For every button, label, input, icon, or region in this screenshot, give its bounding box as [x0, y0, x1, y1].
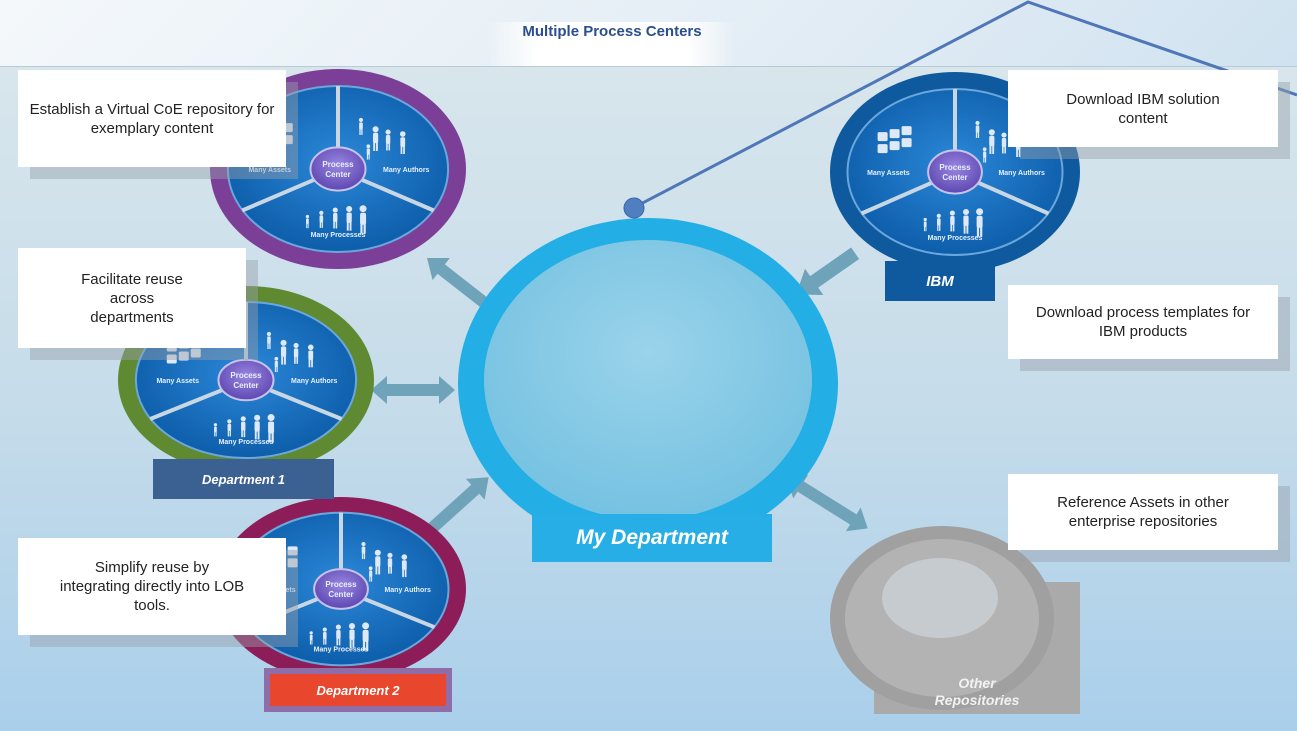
asset-square: [166, 354, 177, 364]
process-center-hub: [927, 149, 983, 195]
asset-square: [889, 141, 900, 151]
assets-label: Many Assets: [867, 170, 910, 177]
authors-label: Many Authors: [384, 587, 431, 594]
disc-divider: [361, 177, 435, 213]
disc-divider: [977, 180, 1050, 216]
disc-divider: [860, 180, 933, 216]
asset-square: [287, 546, 298, 556]
arrow-from-ibm: [796, 247, 860, 295]
callout-ibm-solution: Download IBM solution content: [1008, 70, 1278, 147]
callout-virtual-coe: Establish a Virtual CoE repository for e…: [18, 70, 286, 167]
hub-label-line1: Process: [322, 160, 354, 169]
arrow-bottom-right: [786, 474, 868, 532]
hub-label-line2: Center: [325, 170, 350, 179]
authors-label: Many Authors: [998, 170, 1045, 177]
hub-label-line2: Center: [233, 381, 258, 390]
callout-reference-assets: Reference Assets in other enterprise rep…: [1008, 474, 1278, 550]
callout-lob-tools: Simplify reuse by integrating directly i…: [18, 538, 286, 635]
authors-label: Many Authors: [383, 167, 430, 174]
asset-square: [901, 126, 912, 136]
callout-ibm-templates: Download process templates for IBM produ…: [1008, 285, 1278, 359]
hub-label-line1: Process: [939, 163, 971, 172]
asset-square: [901, 138, 912, 148]
processes-label: Many Processes: [928, 235, 983, 242]
asset-square: [889, 129, 900, 139]
hub-label-line2: Center: [328, 590, 353, 599]
department-2-label: Department 2: [264, 668, 452, 712]
asset-square: [287, 558, 298, 568]
arrow-middle-left: [371, 376, 455, 404]
processes-label: Many Processes: [311, 232, 366, 239]
ibm-label: IBM: [885, 261, 995, 301]
my-department-label: My Department: [532, 514, 772, 562]
pointer-dot: [623, 197, 645, 219]
processes-label: Many Processes: [314, 647, 369, 654]
my-department-shape: [458, 218, 838, 550]
department-2-label-text: Department 2: [270, 674, 446, 706]
authors-label: Many Authors: [291, 378, 338, 385]
processes-label: Many Processes: [219, 439, 274, 446]
disc-divider: [269, 388, 343, 421]
department-1-label: Department 1: [153, 459, 334, 499]
hub-label-line1: Process: [325, 580, 357, 589]
hub-label-line2: Center: [942, 173, 967, 182]
callout-facilitate-reuse: Facilitate reuse across departments: [18, 248, 246, 348]
process-center-hub: [313, 568, 369, 610]
assets-label: Many Assets: [156, 378, 199, 385]
asset-square: [877, 132, 888, 142]
process-center-hub: [309, 146, 367, 192]
diagram-title: Multiple Process Centers: [488, 22, 736, 66]
disc-divider: [363, 597, 436, 630]
disc-divider: [149, 388, 223, 421]
asset-square: [178, 351, 189, 361]
asset-square: [877, 144, 888, 154]
asset-square: [190, 348, 201, 358]
hub-label-line1: Process: [230, 371, 262, 380]
other-repositories-label: Other Repositories: [934, 675, 1020, 708]
other-repositories-shape: [830, 526, 1080, 714]
process-center-hub: [217, 358, 275, 402]
disc-divider: [241, 177, 315, 213]
assets-label: Many Assets: [248, 167, 291, 174]
pointer-line: [632, 0, 1297, 210]
